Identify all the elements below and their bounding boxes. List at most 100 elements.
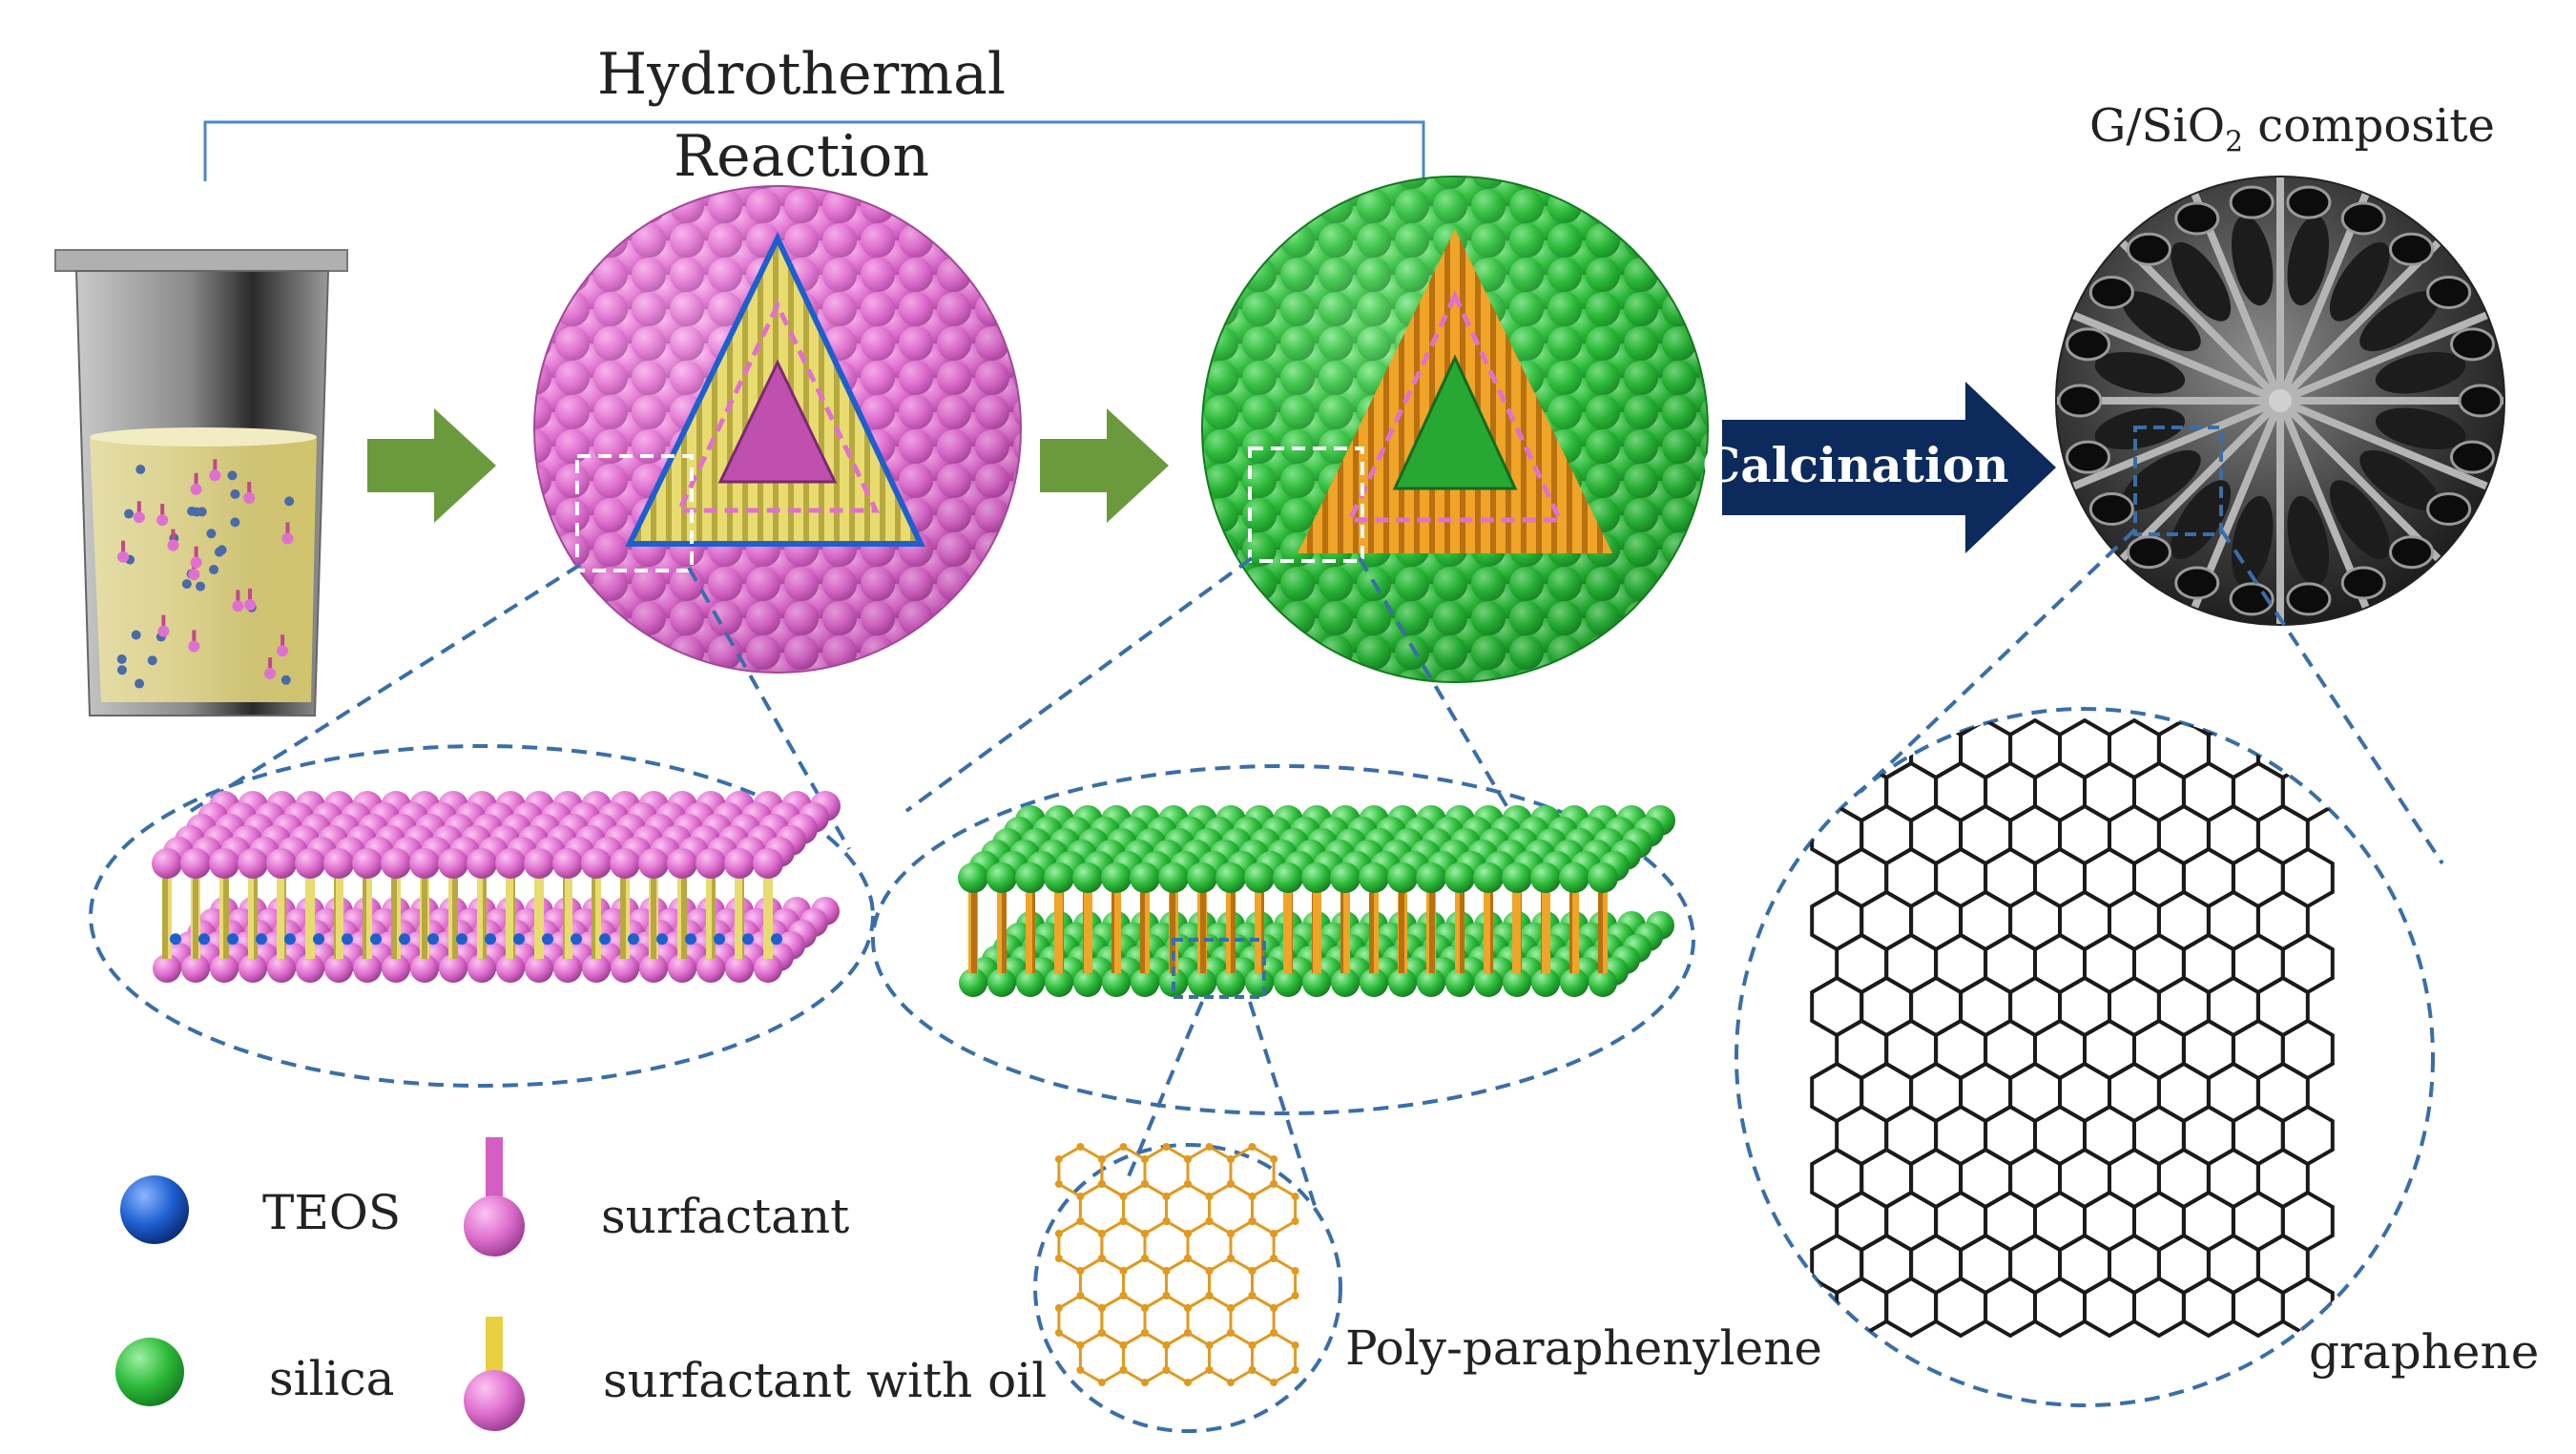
headgroup-sphere	[353, 954, 382, 983]
beaker-particles	[116, 459, 295, 689]
title-line-1: Hydrothermal	[596, 41, 1007, 108]
carbon-atom	[1119, 1292, 1128, 1299]
surfactant-tail	[1197, 887, 1207, 973]
hexagon-ring	[2033, 1276, 2087, 1339]
composite-channel	[2121, 291, 2201, 352]
carbon-atom	[1141, 1230, 1149, 1237]
headgroup-sphere	[1416, 862, 1446, 893]
composite-pore	[2389, 535, 2435, 570]
surfactant-tail	[1026, 887, 1035, 973]
carbon-atom	[1205, 1366, 1214, 1374]
teos-in-bilayer	[742, 933, 754, 945]
composite-pore	[2126, 232, 2171, 266]
composite-channel	[2375, 407, 2466, 449]
silica-sphere	[1202, 177, 1708, 682]
carbon-atom	[1162, 1217, 1171, 1225]
composite-channel	[2121, 449, 2201, 510]
headgroup-sphere	[1131, 968, 1159, 997]
surfactant-with-oil-icon	[464, 1317, 525, 1431]
calcination-label: Calcination	[1702, 437, 2008, 493]
teos-particle	[230, 517, 240, 528]
headgroup-sphere	[266, 848, 297, 879]
surfactant-tail	[706, 873, 716, 959]
carbon-atom	[1184, 1379, 1192, 1386]
surfactant-tail	[563, 873, 572, 959]
headgroup-sphere	[1359, 862, 1389, 893]
carbon-atom	[1076, 1292, 1085, 1299]
composite-pore	[2066, 327, 2111, 362]
teos-in-bilayer	[284, 933, 296, 945]
teos-particle	[280, 675, 291, 685]
carbon-atom	[1097, 1379, 1106, 1386]
hexagon-ring	[1078, 1331, 1125, 1384]
composite-label: G/SiO2 composite	[2089, 103, 2495, 156]
headgroup-sphere	[1330, 862, 1361, 893]
composite-pore	[2458, 384, 2503, 418]
carbon-atom	[1291, 1217, 1299, 1225]
teos-in-bilayer	[427, 933, 439, 945]
teos-particle	[209, 564, 219, 574]
composite-pore	[2066, 440, 2111, 474]
hexagon-ring	[1934, 1276, 1988, 1339]
carbon-atom	[1119, 1366, 1128, 1374]
headgroup-sphere	[267, 954, 296, 983]
surfactant-tail	[1426, 887, 1436, 973]
carbon-atom	[1097, 1155, 1106, 1163]
teos-in-bilayer	[599, 933, 611, 945]
headgroup-sphere	[1216, 968, 1245, 997]
carbon-atom	[1205, 1217, 1214, 1225]
composite-channel	[2329, 480, 2390, 560]
headgroup-sphere	[611, 954, 639, 983]
surfactant-tail	[277, 873, 286, 959]
carbon-atom	[1270, 1379, 1278, 1386]
surfactant-tail	[1369, 887, 1379, 973]
composite-pore	[2426, 492, 2472, 527]
legend-label-silica: silica	[269, 1351, 395, 1406]
carbon-atom	[1205, 1143, 1214, 1151]
carbon-atom	[1097, 1180, 1106, 1188]
composite-pore	[2088, 492, 2134, 527]
surfactant-tail	[363, 873, 372, 959]
teos-particle	[135, 678, 145, 689]
carbon-atom	[1270, 1230, 1278, 1237]
carbon-atom	[1076, 1267, 1085, 1275]
surfactant-particle	[117, 540, 130, 563]
headgroup-sphere	[1417, 968, 1445, 997]
teos-in-bilayer	[456, 933, 467, 945]
hexagon-ring	[1165, 1331, 1211, 1384]
carbon-atom	[1141, 1180, 1149, 1188]
headgroup-sphere	[381, 848, 411, 879]
surfactant-tail	[763, 873, 773, 959]
headgroup-sphere	[496, 954, 525, 983]
composite-ray	[2115, 236, 2283, 404]
teos-in-bilayer	[656, 933, 668, 945]
carbon-atom	[1270, 1180, 1278, 1188]
carbon-atom	[1162, 1292, 1171, 1299]
surfactant-tail	[1455, 887, 1465, 973]
headgroup-sphere	[1301, 862, 1332, 893]
carbon-atom	[1205, 1267, 1214, 1275]
headgroup-sphere	[296, 954, 324, 983]
surfactant-tail	[735, 873, 744, 959]
surfactant-particle	[243, 482, 256, 505]
surfactant-tail	[534, 873, 544, 959]
surfactant-particle	[190, 546, 202, 569]
carbon-atom	[1227, 1180, 1235, 1188]
composite-channel	[2359, 449, 2440, 510]
reaction-bracket	[203, 120, 1425, 181]
carbon-atom	[1119, 1341, 1128, 1349]
carbon-atom	[1097, 1255, 1106, 1262]
headgroup-sphere	[1503, 968, 1531, 997]
surfactant-tail	[1598, 887, 1608, 973]
composite-ray	[2277, 236, 2445, 404]
hexagon-ring	[1122, 1331, 1168, 1384]
carbon-atom	[1076, 1143, 1085, 1151]
carbon-atom	[1162, 1267, 1171, 1275]
surfactant-tail	[592, 873, 601, 959]
headgroup-sphere	[1102, 968, 1131, 997]
carbon-atom	[1054, 1329, 1063, 1337]
teos-in-bilayer	[198, 933, 210, 945]
headgroup-sphere	[581, 848, 612, 879]
headgroup-sphere	[1130, 862, 1160, 893]
carbon-atom	[1162, 1193, 1171, 1200]
